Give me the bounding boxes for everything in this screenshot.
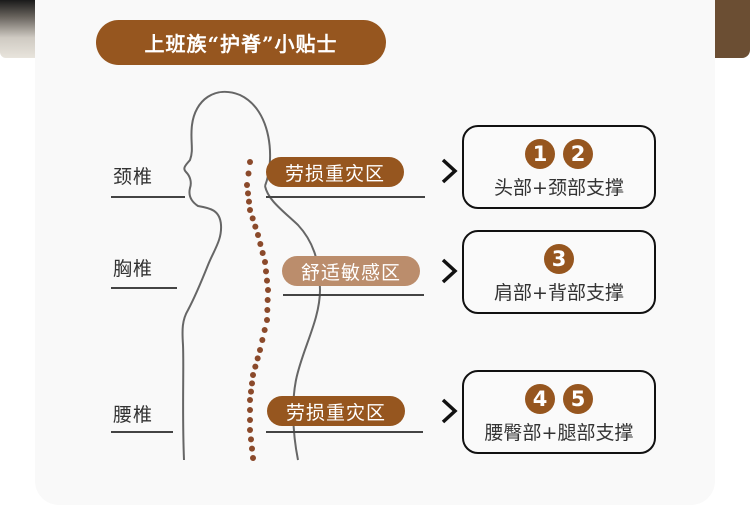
spine-dot <box>254 355 261 362</box>
spine-dot <box>249 380 255 387</box>
spine-dot <box>263 268 269 275</box>
zone-divider <box>283 294 424 296</box>
vertebra-divider <box>111 196 185 198</box>
spine-dot <box>247 397 253 403</box>
support-box-shoulder-back: 3 肩部+背部支撑 <box>462 230 656 314</box>
spine-dot <box>249 215 256 222</box>
spine-dot <box>247 407 253 413</box>
number-badge: 4 <box>525 384 555 414</box>
spine-dot <box>264 307 271 313</box>
spine-dot <box>264 297 271 303</box>
spine-dots <box>244 159 271 461</box>
chevron-right-icon <box>441 398 458 424</box>
spine-dot <box>245 170 252 177</box>
support-box-waist-leg: 4 5 腰臀部+腿部支撑 <box>462 370 656 454</box>
zone-badge-comfort: 舒适敏感区 <box>282 256 420 286</box>
spine-dot <box>247 207 253 213</box>
vertebra-label-lumbar: 腰椎 <box>113 404 154 426</box>
page-title: 上班族“护脊”小贴士 <box>96 20 386 65</box>
spine-dot <box>247 417 253 423</box>
spine-dot <box>265 287 271 293</box>
spine-dot <box>247 427 253 433</box>
support-label: 肩部+背部支撑 <box>494 282 624 304</box>
spine-dot <box>248 436 254 443</box>
spine-dot <box>257 241 264 247</box>
spine-dot <box>248 388 254 395</box>
spine-dot <box>264 317 270 323</box>
support-box-head-neck: 1 2 头部+颈部支撑 <box>462 125 656 209</box>
spine-dot <box>245 190 251 197</box>
decorative-corner-right <box>715 0 750 58</box>
spine-dot <box>261 327 268 333</box>
vertebra-divider <box>111 287 177 289</box>
vertebra-label-cervical: 颈椎 <box>113 166 154 188</box>
spine-dot <box>252 223 259 230</box>
number-badge: 1 <box>525 139 555 169</box>
decorative-corner-left <box>0 0 35 58</box>
body-outline-front <box>181 90 271 461</box>
spine-dot <box>264 277 270 284</box>
chevron-right-icon <box>441 158 458 184</box>
number-badge: 2 <box>563 139 593 169</box>
zone-divider <box>266 431 423 433</box>
spine-dot <box>247 159 253 165</box>
zone-badge-strain-lumbar: 劳损重灾区 <box>267 396 405 426</box>
zone-badge-strain-neck: 劳损重灾区 <box>266 157 404 187</box>
number-badge: 5 <box>563 384 593 414</box>
chevron-right-icon <box>441 258 458 284</box>
vertebra-label-thoracic: 胸椎 <box>113 258 154 280</box>
spine-dot <box>244 182 250 188</box>
spine-dot <box>259 250 266 256</box>
spine-dot <box>250 372 256 378</box>
spine-dot <box>252 363 259 370</box>
zone-divider <box>266 196 425 198</box>
vertebra-divider <box>111 431 173 433</box>
spine-dot <box>262 259 268 265</box>
spine-dot <box>249 445 255 452</box>
spine-dot <box>246 198 252 205</box>
number-badge: 3 <box>544 244 574 274</box>
spine-dot <box>255 232 261 238</box>
spine-dot <box>257 347 263 353</box>
support-label: 腰臀部+腿部支撑 <box>484 422 634 444</box>
spine-dot <box>259 337 266 343</box>
support-label: 头部+颈部支撑 <box>494 177 624 199</box>
spine-dot <box>250 455 256 461</box>
